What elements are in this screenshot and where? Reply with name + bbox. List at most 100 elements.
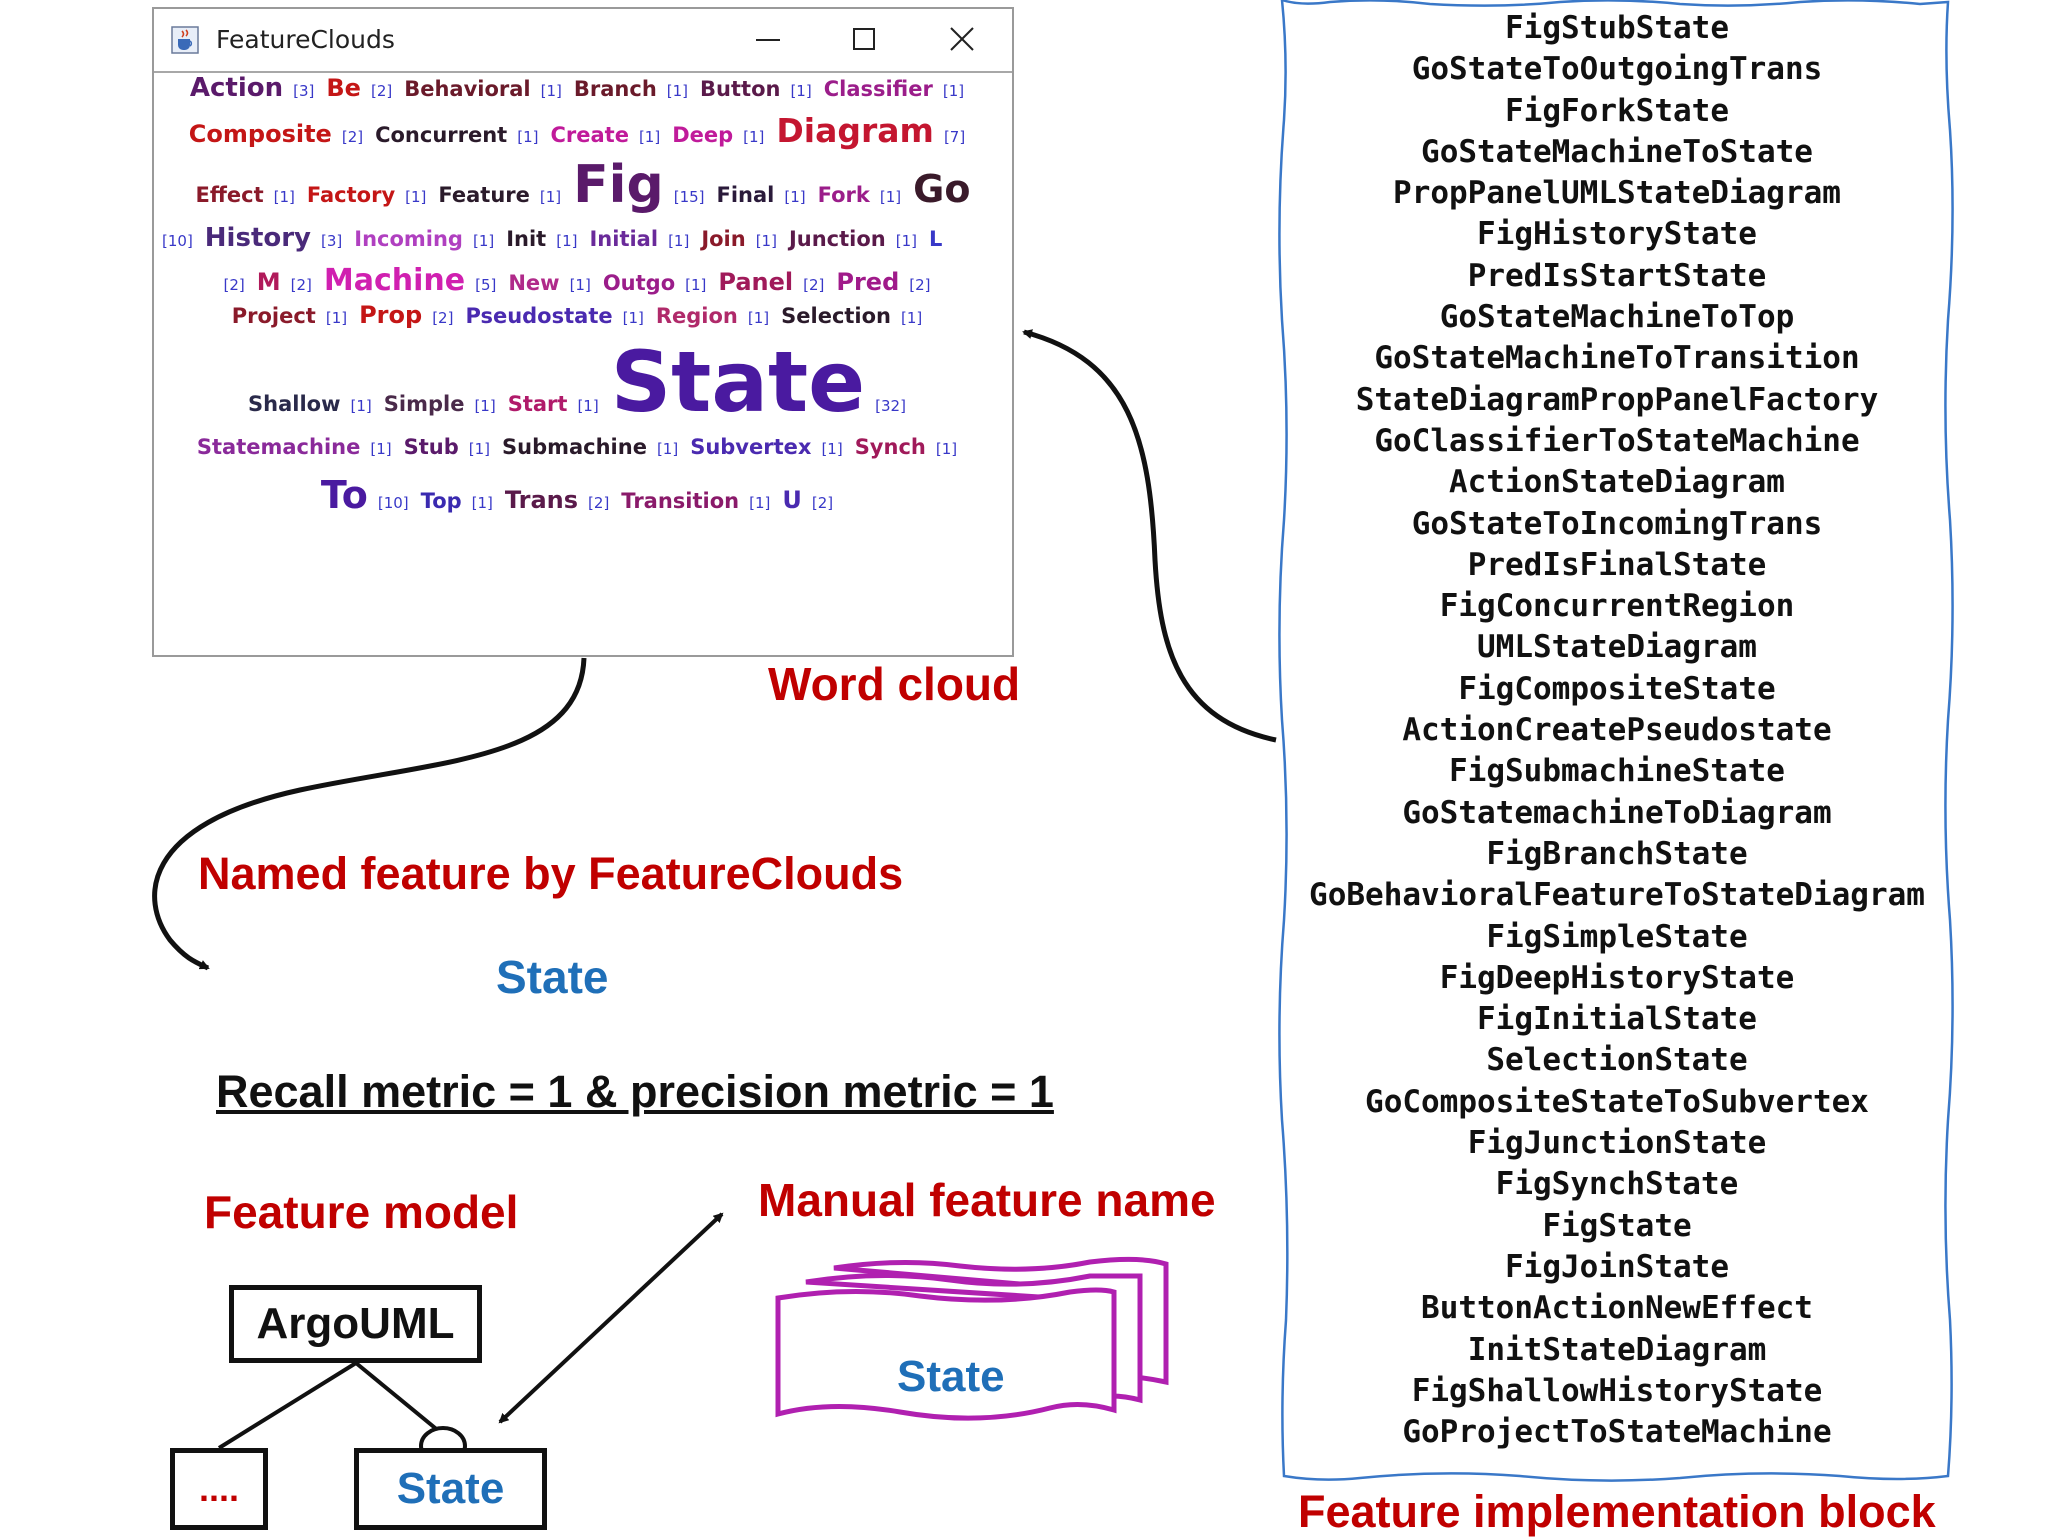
window-title: FeatureClouds bbox=[216, 25, 395, 54]
implementation-class-item: GoStateMachineToTransition bbox=[1374, 340, 1860, 377]
implementation-class-item: PredIsStartState bbox=[1467, 257, 1767, 294]
block-to-cloud-arrow bbox=[1022, 329, 1277, 743]
java-cup-icon bbox=[171, 26, 199, 54]
manual-feature-value: State bbox=[897, 1352, 1005, 1401]
cloud-word: Project bbox=[231, 304, 316, 328]
implementation-class-item: ActionCreatePseudostate bbox=[1402, 712, 1832, 749]
implementation-class-item: FigConcurrentRegion bbox=[1439, 588, 1795, 625]
cloud-word: Classifier bbox=[823, 77, 933, 101]
cloud-row: To[10]Top[1]Trans[2]Transition[1]U[2] bbox=[154, 473, 1012, 517]
cloud-word: Synch bbox=[854, 435, 926, 459]
cloud-word: Behavioral bbox=[404, 77, 531, 101]
cloud-word-count: [1] bbox=[638, 128, 661, 146]
cloud-word-count: [1] bbox=[942, 82, 965, 100]
cloud-word-count: [1] bbox=[879, 188, 902, 206]
cloud-word: Trans bbox=[504, 486, 579, 514]
maximize-icon[interactable] bbox=[844, 23, 884, 57]
cloud-word-count: [1] bbox=[743, 128, 765, 146]
cloud-word-count: [1] bbox=[901, 309, 923, 327]
cloud-word-count: [1] bbox=[668, 232, 690, 250]
cloud-word-count: [1] bbox=[755, 232, 777, 250]
minimize-icon[interactable] bbox=[748, 23, 788, 57]
cloud-word: Feature bbox=[438, 183, 530, 207]
cloud-word: Join bbox=[701, 227, 746, 251]
cloud-word-count: [1] bbox=[935, 440, 958, 458]
cloud-word: Submachine bbox=[502, 435, 647, 459]
cloud-word-count: [1] bbox=[656, 440, 679, 458]
implementation-class-item: FigJunctionState bbox=[1467, 1125, 1767, 1162]
cloud-word-count: [10] bbox=[377, 494, 409, 512]
cloud-word: Top bbox=[420, 489, 462, 513]
implementation-class-item: PropPanelUMLStateDiagram bbox=[1393, 175, 1841, 212]
cloud-word: U bbox=[782, 486, 802, 514]
implementation-class-item: GoStateToOutgoingTrans bbox=[1411, 51, 1823, 88]
implementation-class-item: FigInitialState bbox=[1477, 1001, 1757, 1038]
cloud-word: Final bbox=[716, 183, 775, 207]
cloud-word: Region bbox=[655, 304, 738, 328]
cloud-word-count: [1] bbox=[471, 494, 493, 512]
cloud-word-count: [1] bbox=[821, 440, 843, 458]
cloud-word-count: [2] bbox=[223, 276, 245, 294]
fm-child-other-label: .... bbox=[198, 1468, 239, 1509]
cloud-word-count: [1] bbox=[666, 82, 689, 100]
implementation-class-item: GoProjectToStateMachine bbox=[1402, 1414, 1832, 1451]
cloud-word-count: [1] bbox=[569, 276, 591, 294]
cloud-word: Effect bbox=[195, 183, 264, 207]
cloud-word-count: [1] bbox=[539, 188, 562, 206]
cloud-word-count: [2] bbox=[341, 128, 364, 146]
cloud-word-count: [2] bbox=[588, 494, 610, 512]
cloud-word: Outgo bbox=[602, 271, 676, 295]
implementation-class-item: FigDeepHistoryState bbox=[1439, 959, 1795, 996]
cloud-word-count: [1] bbox=[749, 494, 771, 512]
cloud-word-count: [2] bbox=[370, 82, 393, 100]
word-cloud-label: Word cloud bbox=[768, 658, 1021, 710]
cloud-word: Create bbox=[550, 123, 629, 147]
cloud-word-count: [2] bbox=[432, 309, 454, 327]
cloud-row: Composite[2]Concurrent[1]Create[1]Deep[1… bbox=[154, 111, 1012, 150]
cloud-word-count: [1] bbox=[784, 188, 806, 206]
implementation-class-item: FigJoinState bbox=[1505, 1248, 1729, 1285]
implementation-class-item: FigStubState bbox=[1505, 10, 1729, 46]
implementation-class-item: StateDiagramPropPanelFactory bbox=[1355, 381, 1879, 418]
cloud-word: Factory bbox=[306, 183, 396, 207]
manual-name-stack-shape bbox=[775, 1256, 1169, 1421]
cloud-word: Incoming bbox=[354, 227, 463, 251]
feature-implementation-block-label: Feature implementation block bbox=[1298, 1486, 1936, 1537]
implementation-class-item: ButtonActionNewEffect bbox=[1421, 1290, 1813, 1327]
cloud-word: M bbox=[256, 268, 281, 296]
cloud-word: Statemachine bbox=[196, 435, 361, 459]
cloud-word-count: [15] bbox=[673, 188, 705, 206]
feature-model-root: ArgoUML bbox=[229, 1285, 482, 1363]
featureclouds-window: FeatureClouds Action[3]Be[2]Behavioral[1… bbox=[152, 7, 1014, 657]
manual-feature-name-label: Manual feature name bbox=[758, 1174, 1216, 1226]
implementation-class-item: GoStateToIncomingTrans bbox=[1411, 505, 1823, 542]
cloud-word: Go bbox=[913, 167, 971, 211]
cloud-word: Panel bbox=[718, 268, 794, 296]
cloud-word: Subvertex bbox=[690, 435, 812, 459]
cloud-word: Transition bbox=[621, 489, 740, 513]
cloud-word: History bbox=[204, 223, 312, 253]
cloud-word-count: [1] bbox=[405, 188, 427, 206]
cloud-row: Statemachine[1]Stub[1]Submachine[1]Subve… bbox=[154, 435, 1012, 459]
mapping-arrow bbox=[498, 1212, 724, 1424]
cloud-word-count: [1] bbox=[790, 82, 812, 100]
implementation-class-item: GoStatemachineToDiagram bbox=[1402, 794, 1832, 831]
window-titlebar[interactable]: FeatureClouds bbox=[154, 9, 1012, 73]
implementation-block-border bbox=[1278, 0, 1954, 1482]
cloud-word: Branch bbox=[573, 77, 657, 101]
cloud-word: Machine bbox=[323, 263, 466, 298]
cloud-row: Effect[1]Factory[1]Feature[1]Fig[15]Fina… bbox=[154, 155, 1012, 215]
fm-edge-right bbox=[354, 1361, 442, 1434]
cloud-word: Initial bbox=[589, 227, 659, 251]
cloud-word: Pseudostate bbox=[465, 304, 613, 328]
feature-model-label: Feature model bbox=[204, 1186, 519, 1238]
cloud-word-count: [7] bbox=[943, 128, 966, 146]
implementation-class-item: InitStateDiagram bbox=[1467, 1331, 1767, 1368]
cloud-word-count: [1] bbox=[747, 309, 770, 327]
cloud-word-count: [1] bbox=[622, 309, 644, 327]
cloud-word-count: [1] bbox=[577, 397, 599, 415]
cloud-word-count: [2] bbox=[290, 276, 312, 294]
cloud-word: Fork bbox=[817, 183, 870, 207]
implementation-class-item: FigBranchState bbox=[1486, 835, 1748, 872]
close-icon[interactable] bbox=[942, 23, 982, 57]
